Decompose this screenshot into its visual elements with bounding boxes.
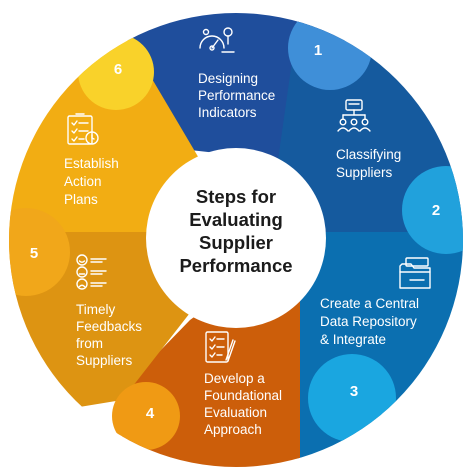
- step-1-label-line-1: Designing: [198, 71, 258, 86]
- step-4-label-line-1: Develop a: [204, 371, 265, 386]
- step-4-label-line-3: Evaluation: [204, 405, 267, 420]
- badge-bg-3: [308, 354, 396, 442]
- step-6-label-line-2: Action: [64, 174, 102, 189]
- step-number-4: 4: [146, 405, 155, 422]
- step-3-label-line-3: & Integrate: [320, 332, 386, 347]
- step-6-label-line-1: Establish: [64, 156, 119, 171]
- step-6-label-line-3: Plans: [64, 192, 98, 207]
- action-checklist-icon: [67, 113, 99, 145]
- step-3-label-line-2: Data Repository: [320, 314, 417, 329]
- folder-files-icon: [399, 257, 431, 289]
- step-number-5: 5: [30, 245, 38, 262]
- step-4-label-line-2: Foundational: [204, 388, 282, 403]
- badge-bg-2: [402, 166, 463, 254]
- center-title-line-4: Performance: [179, 255, 292, 276]
- step-5-label-line-2: Feedbacks: [76, 319, 142, 334]
- badge-bg-1: [288, 13, 372, 90]
- step-5-label-line-4: Suppliers: [76, 353, 133, 368]
- step-number-2: 2: [432, 202, 440, 219]
- center-title-line-2: Evaluating: [189, 209, 283, 230]
- step-2-label-line-1: Classifying: [336, 147, 401, 162]
- step-1-label-line-3: Indicators: [198, 105, 257, 120]
- badge-bg-5: [9, 208, 70, 296]
- checklist-pencil-icon: [205, 331, 236, 363]
- step-number-3: 3: [350, 383, 358, 400]
- step-number-1: 1: [314, 42, 322, 59]
- step-2-label-line-2: Suppliers: [336, 165, 393, 180]
- center-circle: [146, 148, 326, 328]
- step-3-label-line-1: Create a Central: [320, 296, 419, 311]
- step-1-label-line-2: Performance: [198, 88, 275, 103]
- step-number-6: 6: [114, 61, 122, 78]
- badge-bg-4: [112, 382, 180, 450]
- gauge-settings-icon: [199, 27, 235, 53]
- center-title-line-1: Steps for: [196, 186, 276, 207]
- org-chart-people-icon: [337, 99, 371, 132]
- center-title-line-3: Supplier: [199, 232, 273, 253]
- step-5-label-line-3: from: [76, 336, 103, 351]
- step-4-label-line-4: Approach: [204, 422, 262, 437]
- feedback-faces-icon: [76, 254, 107, 290]
- step-5-label-line-1: Timely: [76, 302, 115, 317]
